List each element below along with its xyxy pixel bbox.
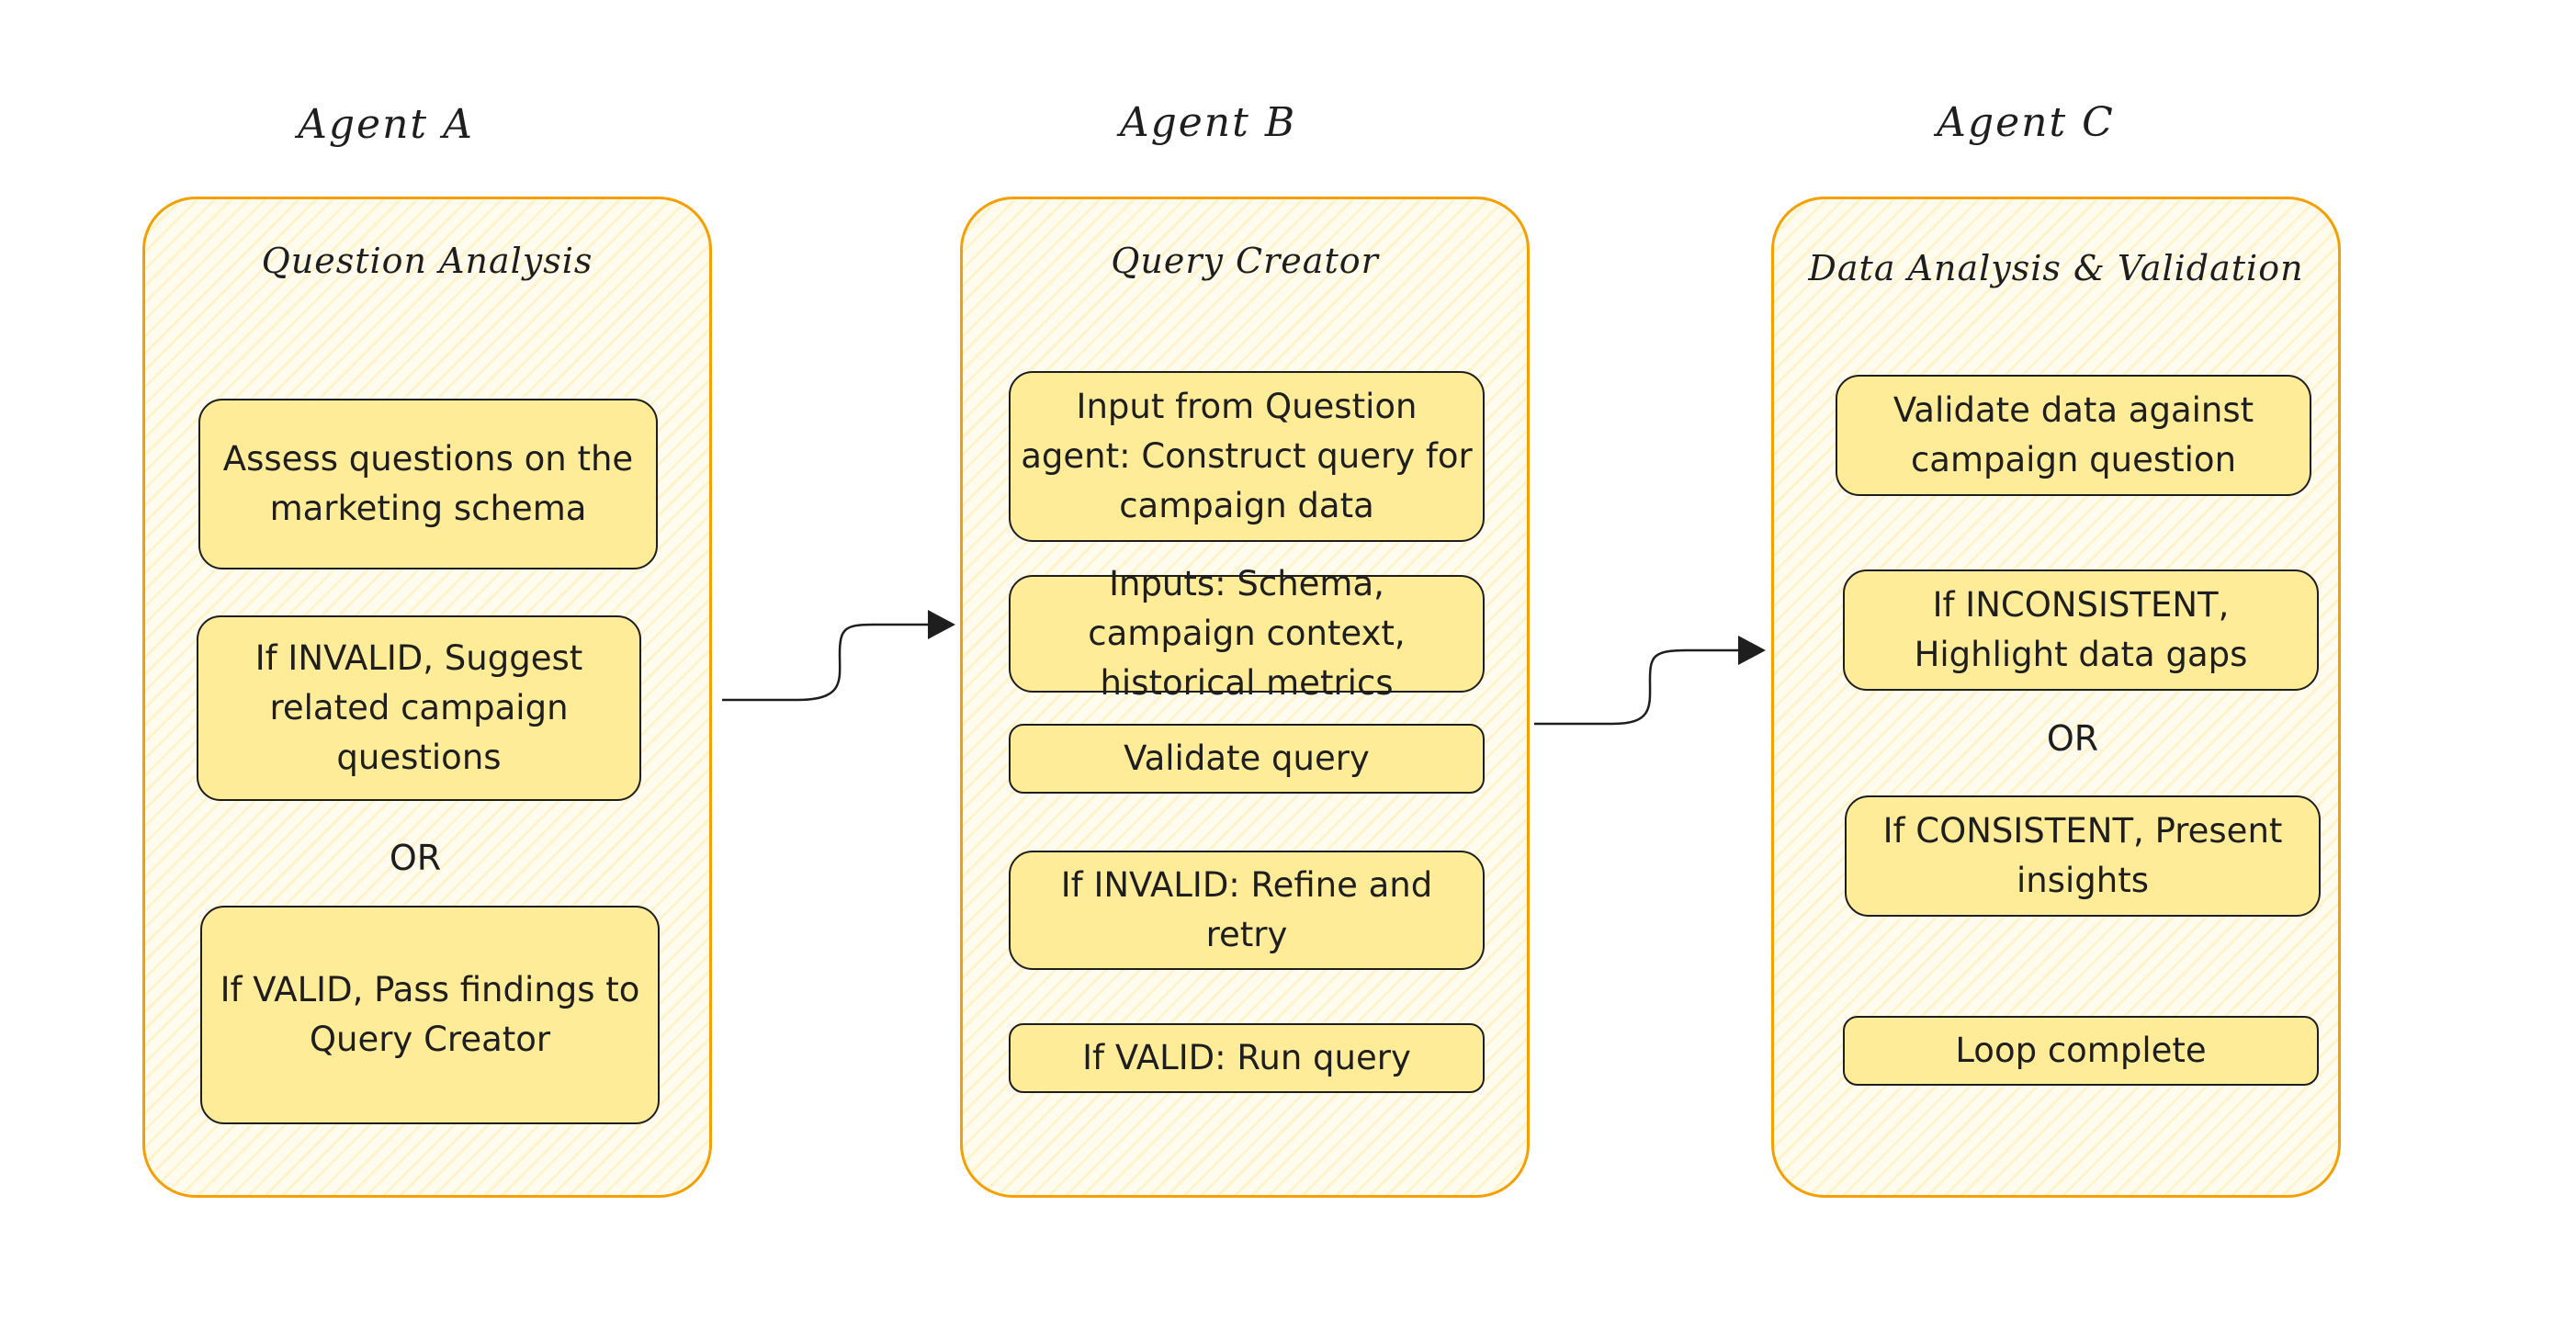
agent-b-step-invalid: If INVALID: Refine and retry — [1009, 851, 1485, 970]
agent-a-title: Agent A — [298, 101, 474, 148]
agent-a-or-label: OR — [389, 838, 442, 878]
agent-b-step-input: Input from Question agent: Construct que… — [1009, 371, 1485, 542]
agent-c-step-loop-complete: Loop complete — [1843, 1016, 2319, 1086]
agent-b-title: Agent B — [1119, 99, 1297, 146]
agent-c-or-label: OR — [2046, 718, 2099, 759]
agent-b-panel-title: Query Creator — [1111, 241, 1379, 281]
agent-b-step-inputs: Inputs: Schema, campaign context, histor… — [1009, 564, 1485, 703]
agent-a-panel-title: Question Analysis — [261, 241, 593, 281]
agent-b-step-run-query: If VALID: Run query — [1009, 1023, 1485, 1093]
agent-c-step-consistent: If CONSISTENT, Present insights — [1845, 795, 2321, 917]
arrowhead-a-to-b — [928, 610, 955, 639]
agent-b-step-validate-query: Validate query — [1009, 724, 1485, 794]
agent-c-panel-title: Data Analysis & Validation — [1808, 248, 2304, 288]
agent-a-step-invalid: If INVALID, Suggest related campaign que… — [197, 615, 641, 801]
agent-a-step-valid: If VALID, Pass findings to Query Creator — [200, 906, 660, 1124]
agent-c-step-validate-data: Validate data against campaign question — [1836, 375, 2311, 496]
agent-a-step-assess: Assess questions on the marketing schema — [198, 399, 658, 569]
agent-c-title: Agent C — [1937, 99, 2115, 146]
connector-b-to-c — [1534, 636, 1766, 726]
connector-a-to-b — [722, 610, 955, 702]
agent-c-step-inconsistent: If INCONSISTENT, Highlight data gaps — [1843, 569, 2319, 691]
arrowhead-b-to-c — [1738, 636, 1766, 665]
